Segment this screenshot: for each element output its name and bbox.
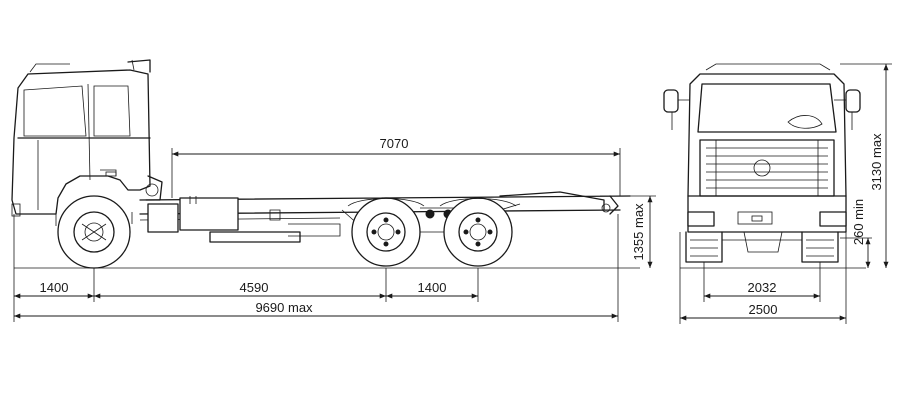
cab-front [663, 63, 861, 233]
dim-label-overall-height: 3130 max [869, 133, 884, 191]
frame-side [139, 191, 631, 243]
dim-label-track-width: 2032 [748, 280, 777, 295]
cab-side [11, 59, 163, 217]
dim-label-7070: 7070 [380, 136, 409, 151]
rear-wheel-1 [351, 197, 421, 267]
dim-label-overall-length: 9690 max [255, 300, 313, 315]
dim-label-frame-height: 1355 max [631, 203, 646, 261]
front-view: 2032 2500 3130 max 260 min [663, 63, 892, 324]
front-wheel [57, 195, 131, 269]
dim-label-ground-clearance: 260 min [851, 199, 866, 245]
rear-wheel-2 [443, 197, 513, 267]
front-wheels-front-view [685, 231, 839, 263]
dim-label-wheelbase: 4590 [240, 280, 269, 295]
dim-label-overall-width: 2500 [749, 302, 778, 317]
dim-label-front-overhang: 1400 [40, 280, 69, 295]
dim-7070 [171, 148, 621, 198]
side-view: 7070 1400 4590 1400 9690 max 1355 max [11, 59, 656, 322]
dim-label-axle-spacing: 1400 [418, 280, 447, 295]
